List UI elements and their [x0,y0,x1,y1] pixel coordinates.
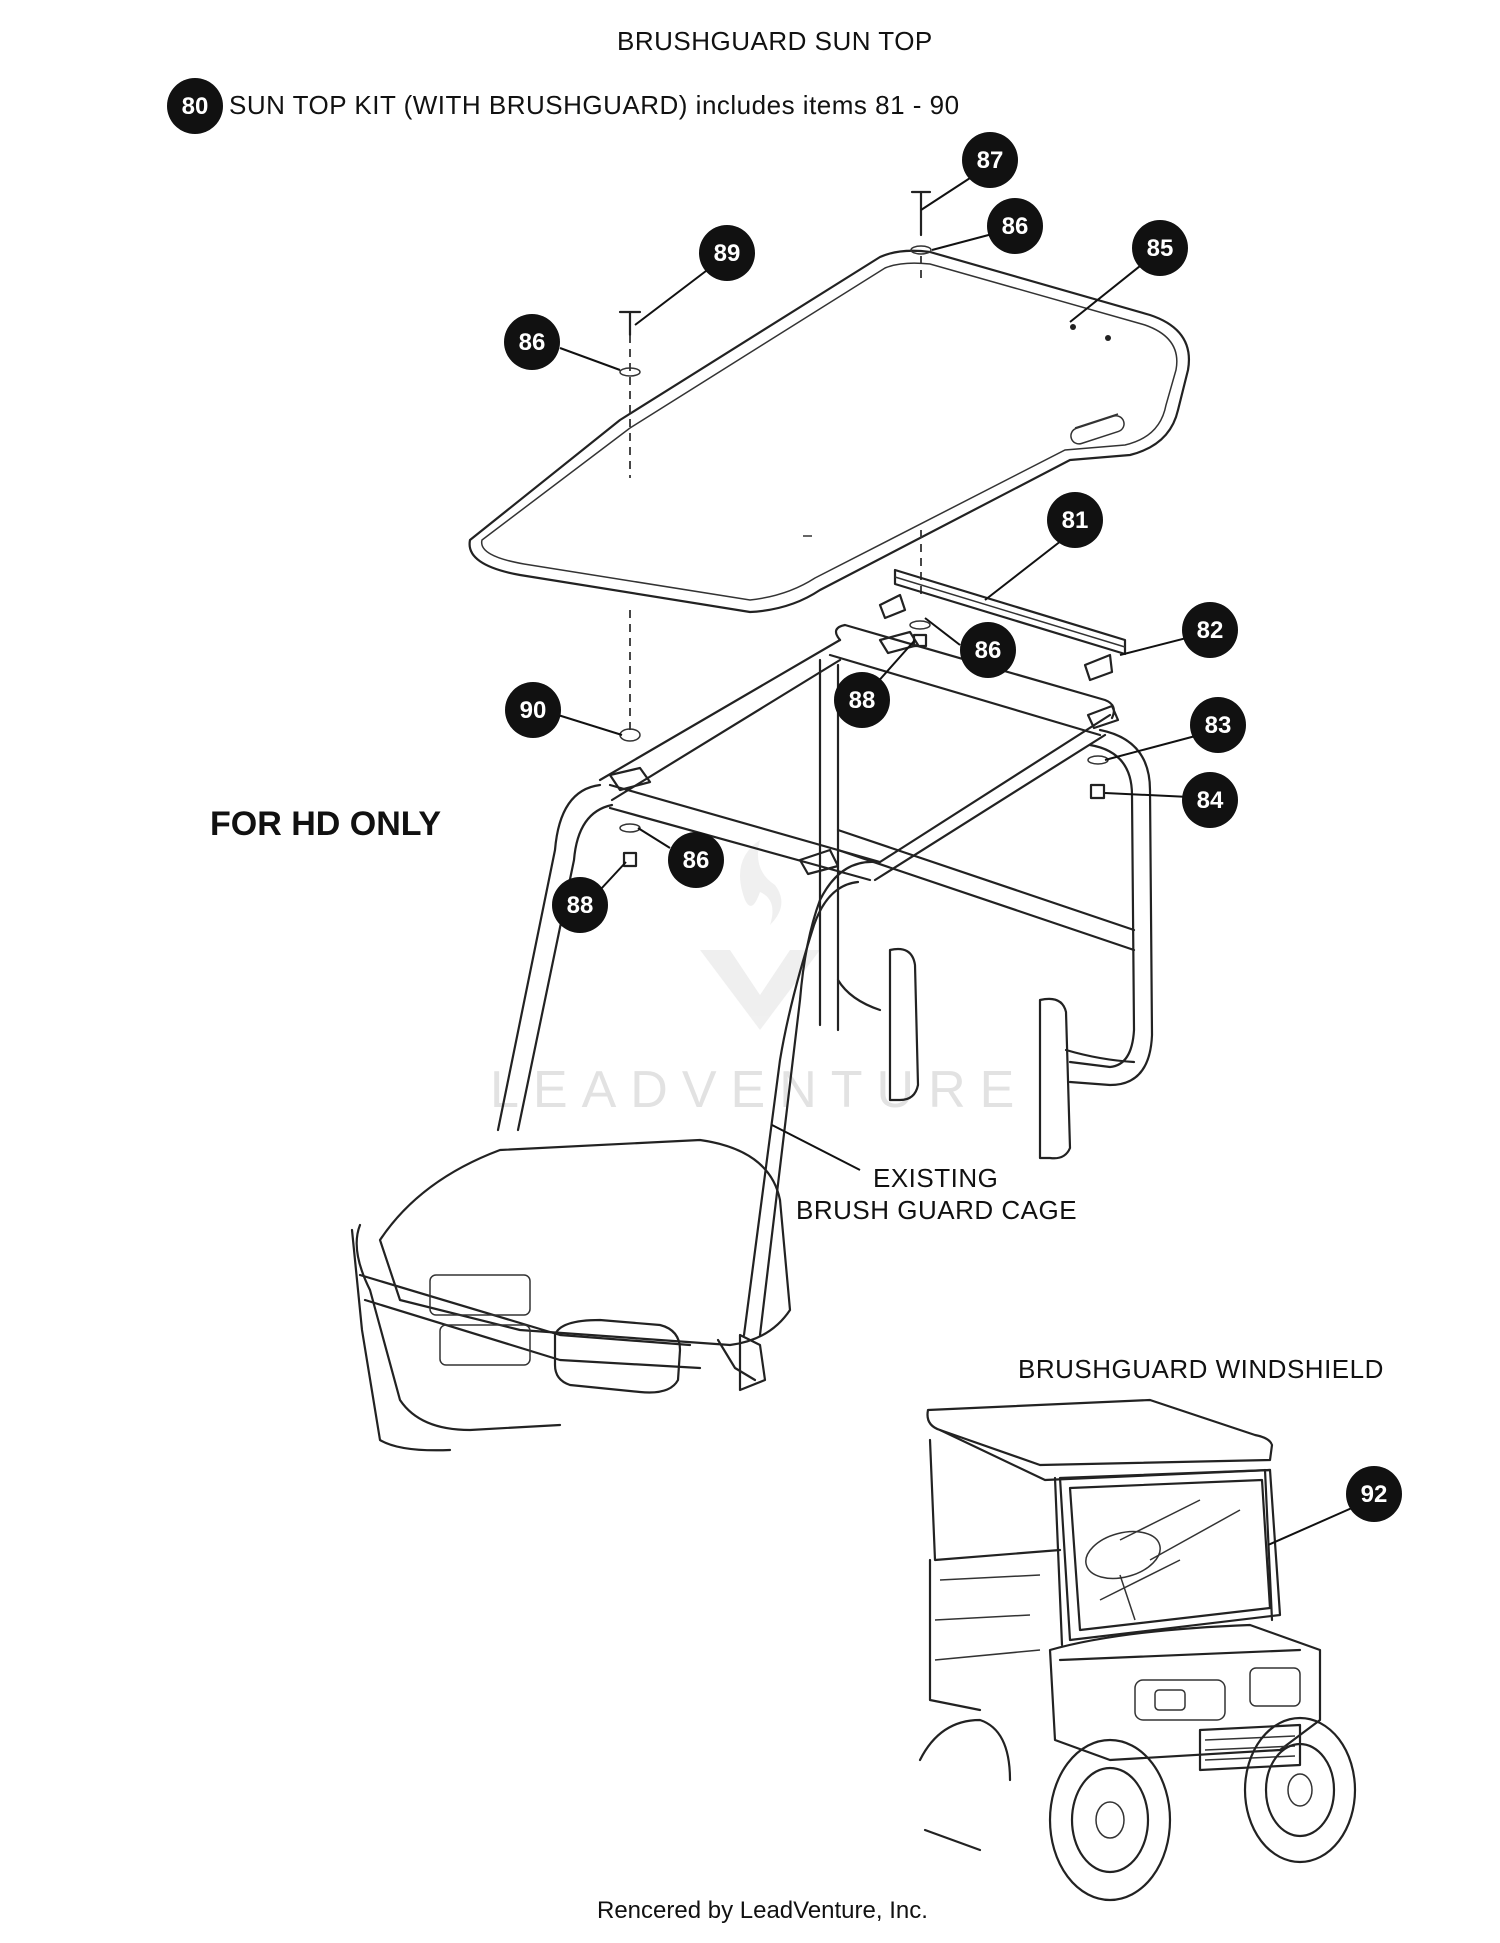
svg-text:88: 88 [567,892,594,919]
svg-text:89: 89 [714,240,741,267]
callout-86-lower[interactable]: 86 [668,832,724,888]
windshield-title: BRUSHGUARD WINDSHIELD [1018,1354,1384,1384]
kit-description: SUN TOP KIT (WITH BRUSHGUARD) includes i… [229,90,960,120]
svg-text:84: 84 [1197,787,1224,814]
callout-87[interactable]: 87 [962,132,1018,188]
callout-86-center[interactable]: 86 [960,622,1016,678]
svg-text:86: 86 [519,329,546,356]
windshield-vehicle [918,1398,1357,1902]
callout-92[interactable]: 92 [1346,1466,1402,1522]
sun-top-panel [468,249,1191,614]
svg-text:88: 88 [849,687,876,714]
bolt-89 [618,310,642,478]
cage-label-line2: BRUSH GUARD CAGE [796,1195,1077,1225]
svg-text:92: 92 [1361,1481,1388,1508]
watermark-logo [700,840,820,1030]
cage-leader [771,1124,861,1171]
callout-84[interactable]: 84 [1182,772,1238,828]
diagram-title: BRUSHGUARD SUN TOP [617,26,933,56]
callout-82[interactable]: 82 [1182,602,1238,658]
callout-86-left[interactable]: 86 [504,314,560,370]
svg-text:86: 86 [683,847,710,874]
kit-callout[interactable]: 80 [167,78,223,134]
svg-text:90: 90 [520,697,547,724]
svg-text:86: 86 [1002,213,1029,240]
watermark-text: LEADVENTURE [490,1061,1028,1119]
callout-85[interactable]: 85 [1132,220,1188,276]
hd-only-note: FOR HD ONLY [210,805,441,843]
hardware-left [619,728,641,868]
svg-text:87: 87 [977,147,1004,174]
callout-90[interactable]: 90 [505,682,561,738]
callout-88-lower[interactable]: 88 [552,877,608,933]
cage-label-line1: EXISTING [873,1163,998,1193]
svg-text:81: 81 [1062,507,1089,534]
vehicle-hood [350,1138,792,1452]
callout-86-top[interactable]: 86 [987,198,1043,254]
brush-guard-cage [496,623,1154,1337]
callout-83[interactable]: 83 [1190,697,1246,753]
callout-89[interactable]: 89 [699,225,755,281]
svg-text:85: 85 [1147,235,1174,262]
bolt-87 [910,190,932,278]
footer-credit: Rencered by LeadVenture, Inc. [597,1897,928,1924]
svg-text:82: 82 [1197,617,1224,644]
callout-88-center[interactable]: 88 [834,672,890,728]
svg-text:83: 83 [1205,712,1232,739]
kit-number: 80 [182,93,209,120]
svg-text:86: 86 [975,637,1002,664]
callout-81[interactable]: 81 [1047,492,1103,548]
